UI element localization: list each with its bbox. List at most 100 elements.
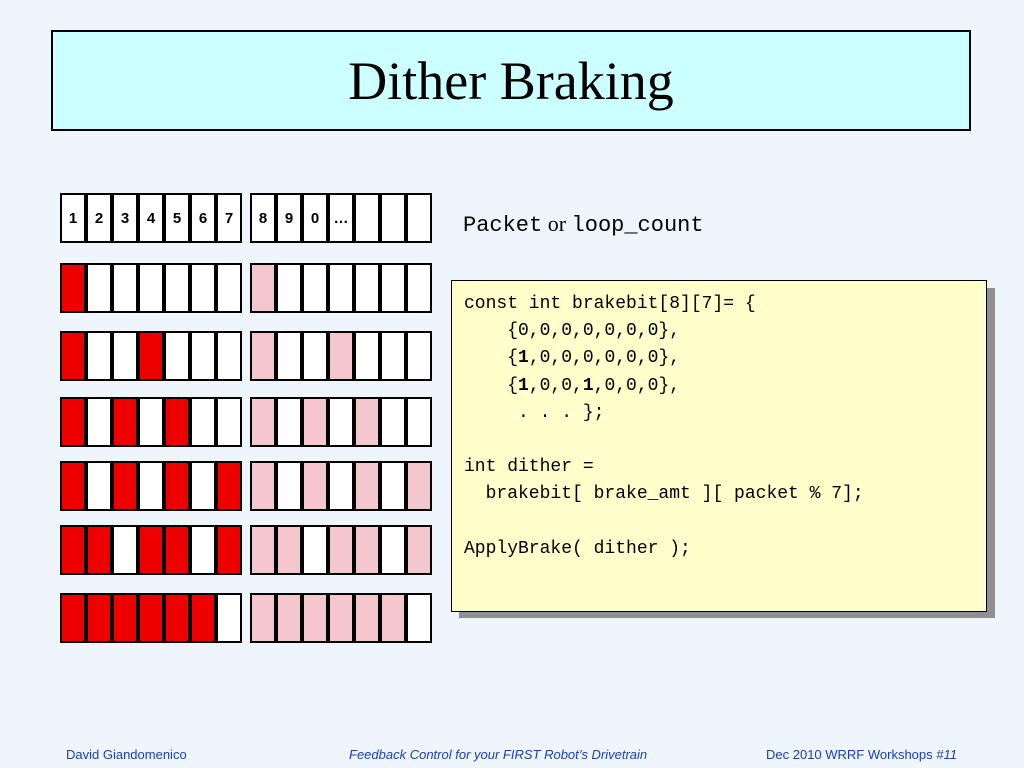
pattern-cell-off	[380, 461, 406, 511]
pattern-cell-on	[328, 331, 354, 381]
pattern-cell-off	[276, 397, 302, 447]
packet-label: Packet or loop_count	[463, 211, 704, 238]
pattern-cell-off	[216, 331, 242, 381]
code-line: {	[464, 375, 519, 396]
footer-talk-title: Feedback Control for your FIRST Robot’s …	[349, 747, 648, 762]
header-cell: 6	[190, 193, 216, 243]
pattern-cell-on	[60, 525, 86, 575]
label-or: or	[542, 211, 572, 236]
pattern-cell-off	[138, 397, 164, 447]
pattern-cell-off	[112, 263, 138, 313]
pattern-cell-off	[216, 397, 242, 447]
pattern-cell-on	[138, 525, 164, 575]
code-line: ApplyBrake( dither );	[464, 538, 691, 559]
header-cell: 9	[276, 193, 302, 243]
pattern-cell-off	[216, 593, 242, 643]
pattern-cell-on	[406, 461, 432, 511]
footer-slide-number: #11	[936, 747, 957, 762]
pattern-cell-off	[354, 331, 380, 381]
pattern-cell-off	[190, 331, 216, 381]
pattern-cell-on	[60, 331, 86, 381]
pattern-cell-off	[190, 397, 216, 447]
pattern-cell-on	[250, 593, 276, 643]
header-cell: 8	[250, 193, 276, 243]
code-line: ,0,0,	[528, 375, 583, 396]
code-line: ,0,0,0},	[593, 375, 681, 396]
pattern-cell-on	[60, 593, 86, 643]
code-bold-one: 1	[518, 375, 529, 396]
header-cell	[406, 193, 432, 243]
pattern-cell-on	[328, 525, 354, 575]
title-box: Dither Braking	[51, 30, 971, 131]
pattern-cell-off	[216, 263, 242, 313]
pattern-cell-off	[164, 331, 190, 381]
pattern-cell-off	[276, 461, 302, 511]
code-line: {0,0,0,0,0,0,0},	[464, 321, 681, 342]
pattern-cell-on	[250, 397, 276, 447]
header-cell: 7	[216, 193, 242, 243]
pattern-cell-on	[380, 593, 406, 643]
pattern-cell-off	[354, 263, 380, 313]
code-listing: const int brakebit[8][7]= { {0,0,0,0,0,0…	[464, 291, 864, 563]
pattern-cell-on	[354, 397, 380, 447]
pattern-cell-off	[86, 331, 112, 381]
pattern-cell-on	[354, 593, 380, 643]
pattern-cell-off	[406, 397, 432, 447]
pattern-cell-on	[302, 397, 328, 447]
pattern-cell-off	[164, 263, 190, 313]
pattern-cell-off	[406, 593, 432, 643]
pattern-cell-off	[380, 263, 406, 313]
code-bold-one: 1	[582, 375, 594, 396]
label-loop-count: loop_count	[571, 213, 704, 238]
code-bold-one: 1	[518, 348, 529, 369]
pattern-cell-off	[190, 525, 216, 575]
pattern-cell-off	[112, 525, 138, 575]
pattern-cell-on	[250, 331, 276, 381]
pattern-cell-off	[406, 263, 432, 313]
pattern-cell-off	[86, 397, 112, 447]
pattern-cell-on	[328, 593, 354, 643]
slide-title: Dither Braking	[348, 50, 674, 111]
pattern-cell-on	[138, 331, 164, 381]
pattern-cell-on	[302, 461, 328, 511]
footer-author: David Giandomenico	[66, 747, 187, 762]
pattern-cell-off	[112, 331, 138, 381]
header-cell: 1	[60, 193, 86, 243]
pattern-cell-off	[380, 397, 406, 447]
pattern-cell-off	[302, 263, 328, 313]
pattern-cell-off	[138, 461, 164, 511]
header-cell: 0	[302, 193, 328, 243]
pattern-cell-on	[164, 397, 190, 447]
pattern-cell-off	[138, 263, 164, 313]
label-packet: Packet	[463, 213, 543, 238]
pattern-cell-on	[60, 397, 86, 447]
pattern-cell-on	[250, 461, 276, 511]
pattern-cell-off	[302, 331, 328, 381]
pattern-cell-off	[380, 525, 406, 575]
pattern-cell-on	[164, 525, 190, 575]
pattern-cell-on	[216, 525, 242, 575]
code-line: int dither =	[464, 457, 594, 478]
code-line: . . . };	[464, 402, 605, 423]
pattern-cell-on	[138, 593, 164, 643]
code-line: brakebit[ brake_amt ][ packet % 7];	[464, 484, 864, 505]
footer-event: Dec 2010 WRRF Workshops #11	[766, 747, 957, 762]
pattern-cell-on	[164, 593, 190, 643]
code-box: const int brakebit[8][7]= { {0,0,0,0,0,0…	[451, 280, 987, 612]
pattern-cell-off	[86, 263, 112, 313]
pattern-cell-on	[112, 461, 138, 511]
header-cell: 2	[86, 193, 112, 243]
pattern-cell-on	[276, 525, 302, 575]
pattern-cell-on	[276, 593, 302, 643]
header-cell	[354, 193, 380, 243]
pattern-cell-off	[302, 525, 328, 575]
header-cell: 4	[138, 193, 164, 243]
pattern-cell-on	[164, 461, 190, 511]
pattern-cell-off	[190, 461, 216, 511]
pattern-cell-off	[276, 263, 302, 313]
pattern-cell-off	[190, 263, 216, 313]
pattern-cell-on	[86, 525, 112, 575]
header-cell: …	[328, 193, 354, 243]
pattern-cell-off	[328, 397, 354, 447]
